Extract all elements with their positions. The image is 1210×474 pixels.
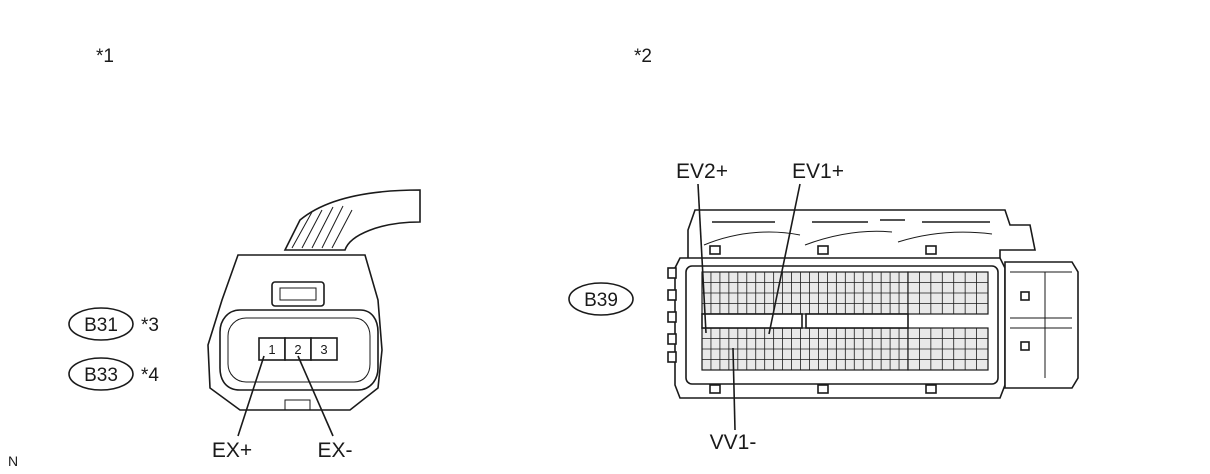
terminal-ex-minus: EX- [317, 439, 352, 462]
leader-vv1-minus [732, 347, 736, 431]
leader-ev1-plus [768, 183, 801, 335]
pin-grid [702, 272, 988, 370]
terminal-ex-plus: EX+ [212, 439, 252, 462]
leader-ex-plus [237, 355, 265, 437]
oval-b33 [68, 357, 134, 391]
oval-b39 [568, 282, 634, 316]
pin-label-1: 1 [268, 342, 275, 357]
terminal-ev1-plus: EV1+ [792, 160, 844, 183]
leader-ex-minus [297, 355, 334, 437]
connector-code-b31: B31 [84, 315, 118, 336]
callout-1: *1 [96, 46, 114, 67]
corner-mark: N [8, 453, 18, 469]
pin-label-2: 2 [294, 342, 301, 357]
callout-2: *2 [634, 46, 652, 67]
connector-code-b33: B33 [84, 365, 118, 386]
pin-label-3: 3 [320, 342, 327, 357]
small-connector: 1 2 3 [207, 189, 421, 437]
connector-code-b39: B39 [584, 290, 618, 311]
ecu-connector [667, 183, 1079, 431]
callout-4: *4 [141, 365, 159, 386]
oval-b31 [68, 307, 134, 341]
pin-cavity-3 [310, 337, 338, 361]
leader-ev2-plus [697, 183, 707, 334]
terminal-ev2-plus: EV2+ [676, 160, 728, 183]
terminal-vv1-minus: VV1- [710, 431, 757, 454]
callout-3: *3 [141, 315, 159, 336]
